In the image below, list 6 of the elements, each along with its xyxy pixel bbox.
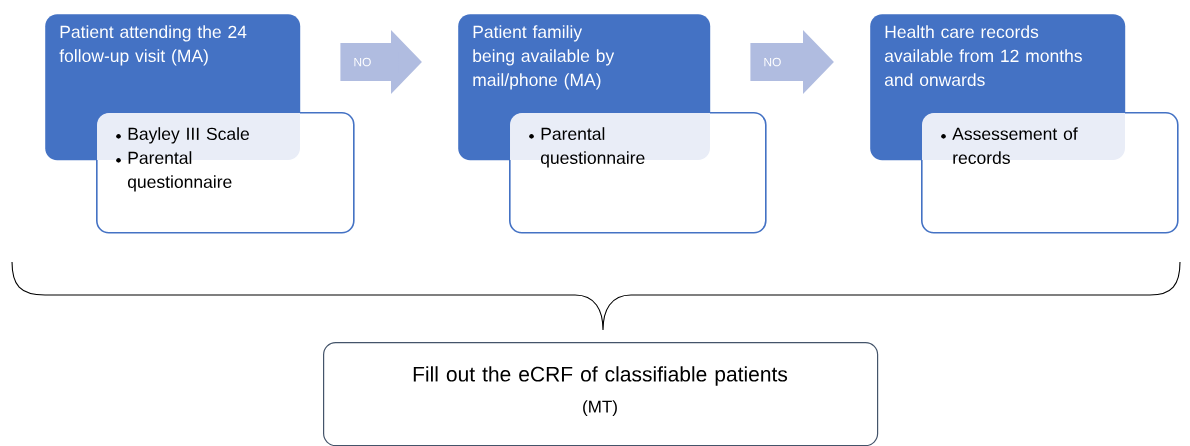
edge-label: NO <box>352 56 373 68</box>
result-box: Fill out the eCRF of classifiable patients (MT) <box>323 342 879 446</box>
edge-label: NO <box>762 56 783 68</box>
detail-box: Assessement of records <box>921 112 1179 234</box>
detail-box: Parental questionnaire <box>509 112 767 234</box>
detail-box: Bayley III Scale Parental questionnaire <box>96 112 355 234</box>
